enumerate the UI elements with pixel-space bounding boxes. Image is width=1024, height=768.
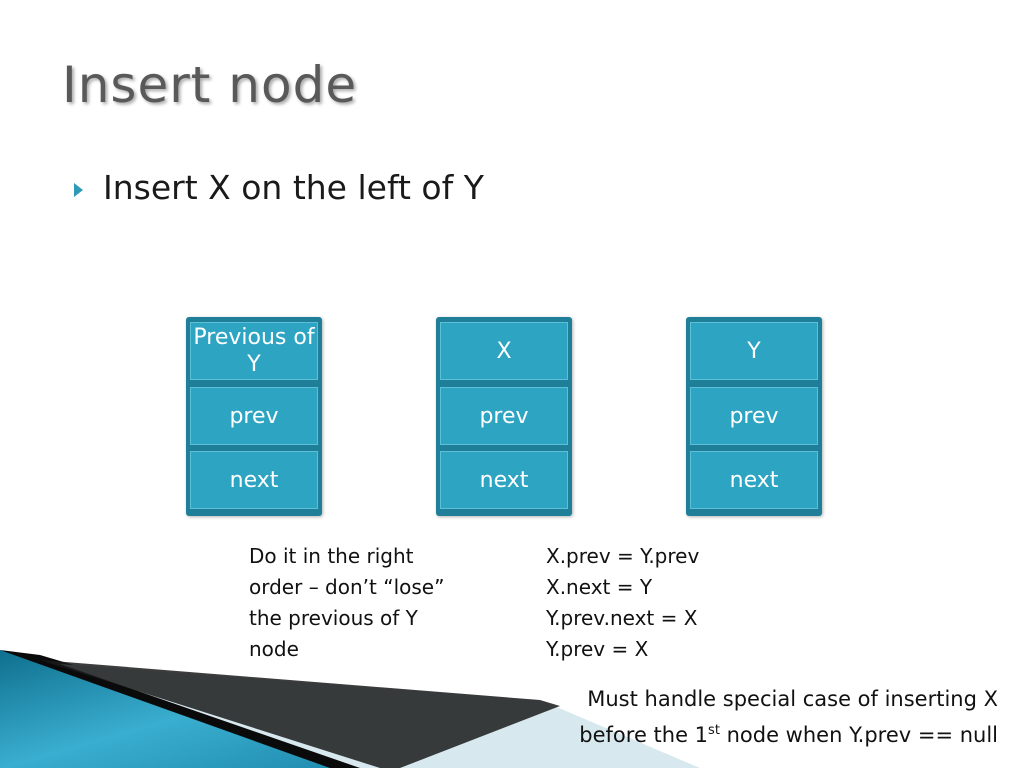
code-line: Y.prev.next = X xyxy=(546,606,698,630)
node-prev-cell: prev xyxy=(190,387,318,445)
special-case-post: node when Y.prev == null xyxy=(719,723,998,747)
node-y: Y prev next xyxy=(686,317,822,516)
special-case-line-2: before the 1st node when Y.prev == null xyxy=(579,715,998,751)
node-next-cell: next xyxy=(440,451,568,509)
node-label-cell: Y xyxy=(690,322,818,380)
node-next-cell: next xyxy=(690,451,818,509)
order-note: Do it in the right order – don’t “lose” … xyxy=(249,541,444,665)
note-line: the previous of Y xyxy=(249,606,418,630)
code-line: X.next = Y xyxy=(546,575,653,599)
node-prev-cell: prev xyxy=(690,387,818,445)
node-x: X prev next xyxy=(436,317,572,516)
slide-title: Insert node xyxy=(62,56,358,114)
node-next-cell: next xyxy=(190,451,318,509)
code-line: Y.prev = X xyxy=(546,637,649,661)
bullet-text: Insert X on the left of Y xyxy=(103,168,484,207)
node-previous-of-y: Previous of Y prev next xyxy=(186,317,322,516)
note-line: order – don’t “lose” xyxy=(249,575,445,599)
special-case-line-1: Must handle special case of inserting X xyxy=(587,687,998,711)
note-line: node xyxy=(249,637,299,661)
note-line: Do it in the right xyxy=(249,544,414,568)
node-label-cell: X xyxy=(440,322,568,380)
node-prev-cell: prev xyxy=(440,387,568,445)
code-steps: X.prev = Y.prev X.next = Y Y.prev.next =… xyxy=(546,541,699,665)
ordinal-suffix: st xyxy=(708,723,720,738)
code-line: X.prev = Y.prev xyxy=(546,544,700,568)
special-case-note: Must handle special case of inserting X … xyxy=(579,684,998,751)
node-label-cell: Previous of Y xyxy=(190,322,318,380)
bullet-arrow-icon xyxy=(74,183,83,197)
special-case-pre: before the 1 xyxy=(579,723,709,747)
